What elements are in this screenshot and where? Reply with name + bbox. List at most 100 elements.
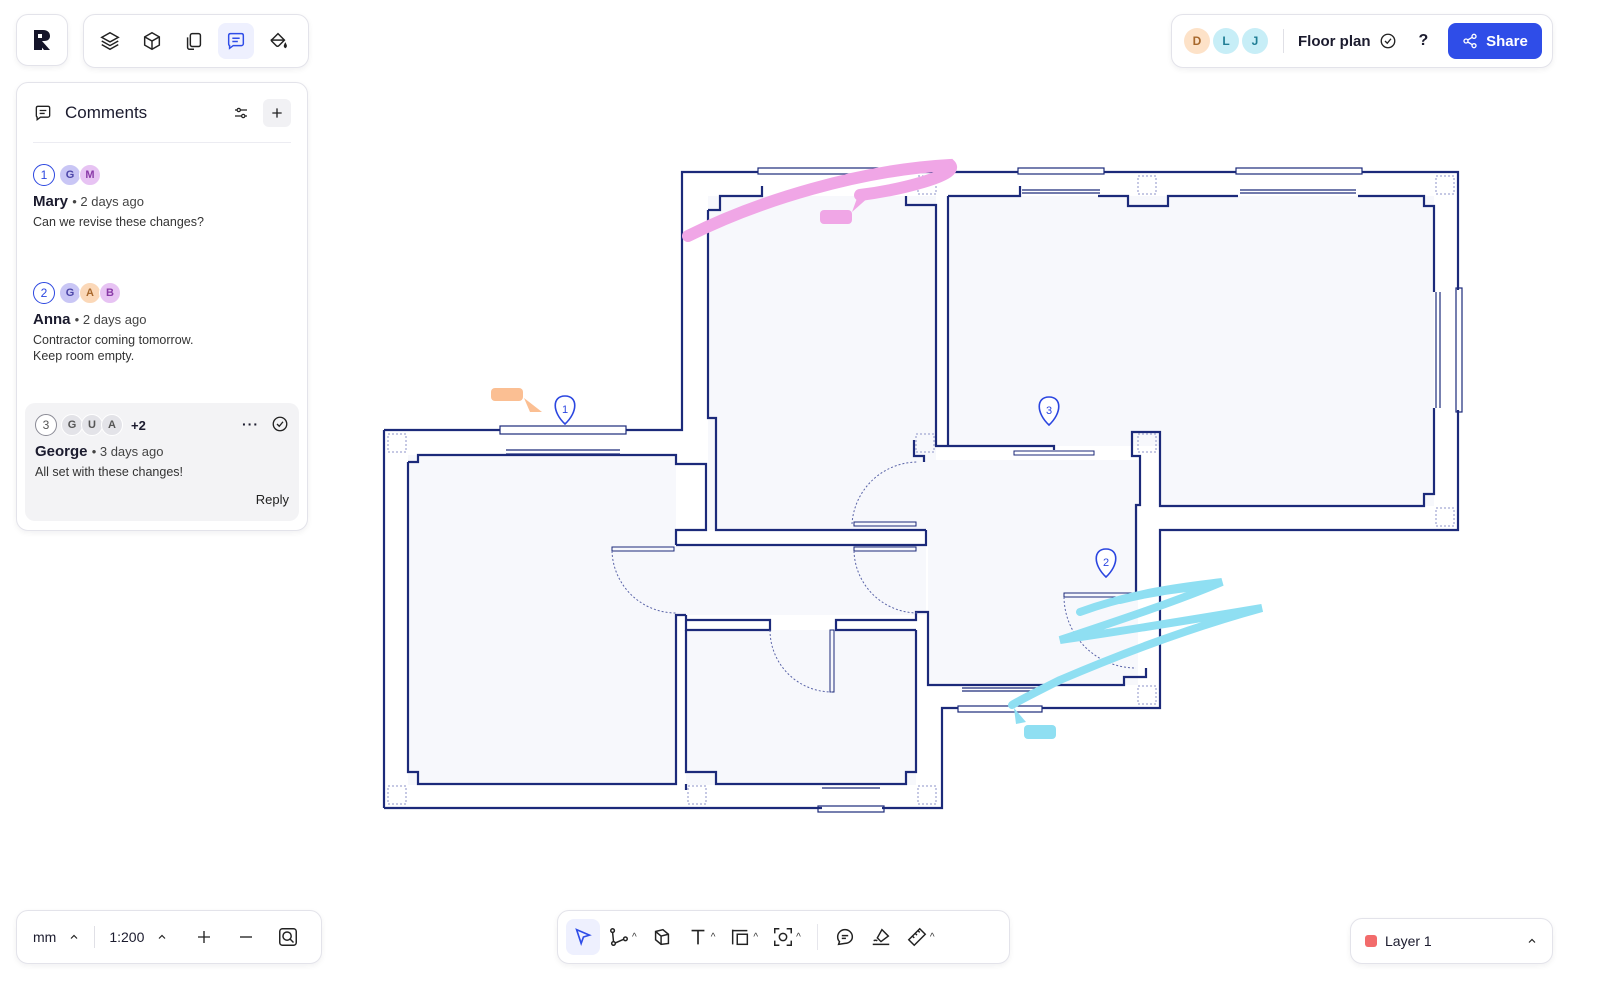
filter-sliders-icon xyxy=(235,107,247,118)
cursor-arrow-icon xyxy=(575,928,592,946)
plus-icon xyxy=(272,107,282,118)
avatar: G xyxy=(59,282,81,304)
comment-author: George xyxy=(35,443,88,460)
comment-thread-2[interactable]: 2 G A B Anna • 2 days ago Contractor com… xyxy=(33,281,291,364)
chevron-up-icon xyxy=(158,934,166,939)
cyan-scribble xyxy=(1008,578,1264,709)
top-toolbar xyxy=(83,14,309,68)
dimension-tool[interactable]: ^ xyxy=(723,919,764,955)
thread-number-badge: 2 xyxy=(33,282,55,304)
select-tool[interactable] xyxy=(566,919,600,955)
walls xyxy=(382,170,1460,810)
chevron-up-icon xyxy=(70,934,78,939)
minus-icon xyxy=(240,936,253,938)
svg-text:1: 1 xyxy=(562,404,568,416)
reply-button[interactable]: Reply xyxy=(255,492,289,507)
add-comment-button[interactable] xyxy=(263,98,291,127)
chevron-up-icon[interactable]: ^ xyxy=(929,931,935,943)
zoom-in-button[interactable] xyxy=(190,923,218,951)
comment-time: • 2 days ago xyxy=(74,312,147,327)
markup-tool[interactable] xyxy=(864,919,898,955)
app-logo-icon xyxy=(34,30,50,50)
comment-icon xyxy=(836,928,853,946)
copy-button[interactable] xyxy=(176,23,212,59)
participant-avatar[interactable]: D xyxy=(1184,28,1210,54)
comment-time: • 2 days ago xyxy=(72,194,144,209)
text-tool[interactable]: ^ xyxy=(681,919,722,955)
measure-tool[interactable]: ^ xyxy=(900,919,941,955)
saved-check-icon xyxy=(1380,33,1395,49)
chevron-up-icon[interactable]: ^ xyxy=(753,931,759,943)
text-icon xyxy=(691,929,705,945)
paint-button[interactable] xyxy=(260,23,296,59)
avatar: G xyxy=(59,164,81,186)
avatar: A xyxy=(101,414,123,436)
unit-select[interactable]: mm xyxy=(33,929,80,945)
svg-text:2: 2 xyxy=(1103,557,1109,569)
divider xyxy=(1283,29,1284,53)
drawing-toolbar: ^ ^ ^ ^ ^ xyxy=(557,910,1010,964)
help-button[interactable]: ? xyxy=(1418,32,1429,49)
logo-button[interactable] xyxy=(16,14,68,66)
comment-thread-3[interactable]: 3 G U A +2 ··· George • 3 days ago All s… xyxy=(25,403,299,521)
paint-bucket-icon xyxy=(270,32,287,49)
unit-value: mm xyxy=(33,929,57,945)
comment-author: Mary xyxy=(33,193,69,210)
layer-color-swatch xyxy=(1365,935,1377,947)
divider xyxy=(94,926,96,948)
comment-pin-2[interactable]: 2 xyxy=(1095,548,1117,579)
comment-author: Anna xyxy=(33,311,71,328)
document-header: D L J Floor plan ? Share xyxy=(1171,14,1553,68)
comment-icon xyxy=(227,32,245,50)
document-title[interactable]: Floor plan xyxy=(1298,32,1371,50)
wall-shape-icon xyxy=(654,928,669,946)
3d-box-icon xyxy=(143,31,161,51)
filter-button[interactable] xyxy=(227,99,255,127)
participant-avatar[interactable]: J xyxy=(1242,28,1268,54)
comment-pin-1[interactable]: 1 xyxy=(554,395,576,426)
units-zoom-bar: mm 1:200 xyxy=(16,910,322,964)
chevron-up-icon xyxy=(1528,938,1536,943)
scale-value: 1:200 xyxy=(109,929,145,945)
comment-text: Contractor coming tomorrow. Keep room em… xyxy=(33,333,194,363)
comment-tool[interactable] xyxy=(828,919,862,955)
participant-avatar[interactable]: L xyxy=(1213,28,1239,54)
comments-panel: Comments 1 G M Mary • 2 days ago Can we … xyxy=(16,82,308,531)
chevron-up-icon[interactable]: ^ xyxy=(796,931,801,943)
pen-icon xyxy=(872,928,890,946)
more-options-icon[interactable]: ··· xyxy=(242,416,259,432)
avatar: M xyxy=(79,164,101,186)
layers-button[interactable] xyxy=(92,23,128,59)
resolve-check-icon[interactable] xyxy=(271,415,289,433)
comment-time: • 3 days ago xyxy=(91,444,164,459)
ruler-icon xyxy=(907,927,927,947)
shape-tool[interactable] xyxy=(645,919,679,955)
scan-tool[interactable]: ^ xyxy=(766,919,807,955)
scale-select[interactable]: 1:200 xyxy=(109,929,168,945)
comment-icon xyxy=(35,105,51,121)
chevron-up-icon[interactable]: ^ xyxy=(710,931,716,943)
comments-header: Comments xyxy=(33,83,291,143)
pink-scribble xyxy=(682,158,958,242)
scan-focus-icon xyxy=(774,928,793,946)
avatar: B xyxy=(99,282,121,304)
path-tool[interactable]: ^ xyxy=(602,919,643,955)
avatar: U xyxy=(81,414,103,436)
avatar: G xyxy=(61,414,83,436)
avatar: A xyxy=(79,282,101,304)
zoom-to-fit-button[interactable] xyxy=(274,923,302,951)
comment-thread-1[interactable]: 1 G M Mary • 2 days ago Can we revise th… xyxy=(33,163,291,230)
share-label: Share xyxy=(1486,32,1528,50)
share-icon xyxy=(1463,33,1477,49)
comments-button[interactable] xyxy=(218,23,254,59)
copy-icon xyxy=(186,32,202,50)
share-button[interactable]: Share xyxy=(1448,23,1542,59)
zoom-out-button[interactable] xyxy=(232,923,260,951)
chevron-up-icon[interactable]: ^ xyxy=(632,931,637,943)
3d-view-button[interactable] xyxy=(134,23,170,59)
layer-name: Layer 1 xyxy=(1385,933,1432,949)
comment-pin-3[interactable]: 3 xyxy=(1038,396,1060,427)
layer-select[interactable]: Layer 1 xyxy=(1350,918,1553,964)
comments-title: Comments xyxy=(65,102,148,122)
